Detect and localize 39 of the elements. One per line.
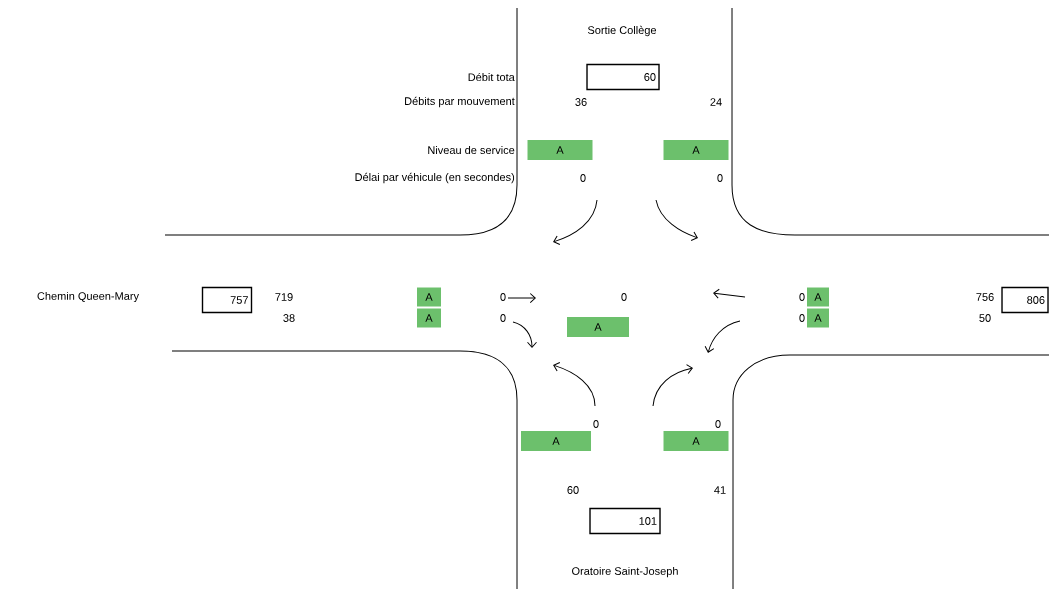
total-box: 806 <box>1001 286 1049 314</box>
total-box: 101 <box>589 507 661 535</box>
node-label: A <box>425 293 433 301</box>
value-label: 50 <box>979 314 991 322</box>
node-label: A <box>425 314 433 322</box>
service-level-box: A <box>417 287 441 307</box>
value-label: 0 <box>799 314 805 322</box>
value-label: 0 <box>500 314 506 322</box>
road-label: Chemin Queen-Mary <box>37 291 139 303</box>
service-level-box: A <box>807 287 829 307</box>
node-label: A <box>814 293 822 301</box>
node-label: A <box>814 314 822 322</box>
total-box: 757 <box>201 286 253 314</box>
value-label: 38 <box>283 314 295 322</box>
value-label: 0 <box>621 293 627 301</box>
service-level-box: A <box>567 317 629 337</box>
service-level-box: A <box>521 431 591 451</box>
value-label: 0 <box>799 293 805 301</box>
value-label: 36 <box>575 98 587 106</box>
service-level-box: A <box>663 431 729 451</box>
row-label: Niveau de service <box>428 145 515 155</box>
service-level-box: A <box>663 140 729 160</box>
row-label: Débits par mouvement <box>405 96 515 108</box>
road-label: Sortie Collège <box>587 25 657 37</box>
service-level-box: A <box>417 308 441 328</box>
road-label: Oratoire Saint-Joseph <box>572 566 678 578</box>
value-label: 41 <box>714 486 726 494</box>
value-label: 0 <box>593 420 599 428</box>
value-label: 0 <box>717 174 723 182</box>
value-label: 719 <box>275 293 293 301</box>
value-label: 0 <box>500 293 506 301</box>
row-label: Délai par véhicule (en secondes) <box>355 172 515 184</box>
row-label: Débit tota <box>468 72 515 82</box>
value-label: 60 <box>567 486 579 494</box>
service-level-box: A <box>807 308 829 328</box>
total-box: 60 <box>586 63 660 91</box>
service-level-box: A <box>527 140 593 160</box>
value-label: 0 <box>580 174 586 182</box>
value-label: 24 <box>710 98 722 106</box>
